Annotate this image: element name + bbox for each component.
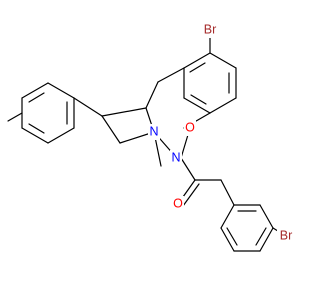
atom-label-n-imine: N [149, 124, 158, 138]
bond [47, 82, 75, 99]
atom-label-background [148, 124, 160, 140]
atom-label-background [184, 120, 196, 136]
bond [220, 204, 235, 229]
bond [183, 97, 211, 114]
bond-double [226, 227, 238, 246]
bond-lines [7, 37, 287, 252]
bond-double [28, 92, 45, 103]
bond-double [189, 62, 206, 73]
bond-double [28, 123, 45, 134]
atom-label-background [170, 150, 182, 166]
atom-label-background [201, 22, 219, 38]
bond [157, 67, 185, 83]
bond [21, 82, 49, 99]
bond [21, 127, 49, 144]
bond [101, 115, 121, 144]
bond [209, 97, 237, 114]
atom-label-o-carbonyl: O [173, 196, 183, 210]
atom-label-br-top: Br [204, 22, 217, 36]
bond [7, 112, 23, 122]
bond [145, 81, 159, 109]
bond [180, 157, 196, 181]
bond [259, 204, 274, 229]
bond [47, 127, 75, 144]
bond [73, 97, 103, 117]
bond-double [190, 94, 207, 105]
atom-label-background [277, 228, 295, 244]
atom-label-background [172, 196, 184, 212]
bond [220, 179, 235, 206]
atom-label-o-ring: O [185, 120, 195, 134]
bond [183, 52, 211, 69]
bond-double [255, 227, 267, 246]
bond-double [182, 183, 200, 207]
bond [259, 227, 274, 252]
bond [209, 52, 237, 69]
atom-label-br-bottom: Br [280, 228, 293, 242]
bond [220, 227, 235, 252]
bond [101, 107, 147, 117]
atom-label-n-ring: N [171, 150, 180, 164]
